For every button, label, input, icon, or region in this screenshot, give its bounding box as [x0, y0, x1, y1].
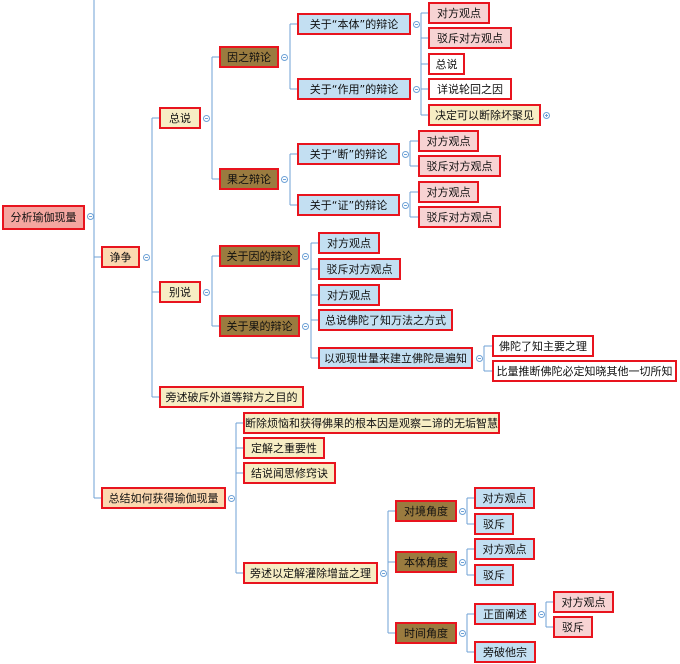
collapse-toggle-icon[interactable] — [203, 115, 210, 122]
node-duanchu[interactable]: 断除烦恼和获得佛果的根本因是观察二谛的无垢智慧 — [243, 412, 500, 434]
node-duan-bochi[interactable]: 驳斥对方观点 — [418, 155, 501, 177]
node-yin-bianlun[interactable]: 关于因的辩论 — [219, 245, 300, 267]
node-zhengzheng[interactable]: 诤争 — [101, 246, 140, 268]
node-duan[interactable]: 关于“断”的辩论 — [297, 143, 400, 165]
collapse-toggle-icon[interactable] — [203, 289, 210, 296]
node-yinzhi[interactable]: 因之辩论 — [219, 46, 279, 68]
collapse-toggle-icon[interactable] — [281, 176, 288, 183]
collapse-toggle-icon[interactable] — [459, 508, 466, 515]
node-jieshuo[interactable]: 结说闻思修窍诀 — [243, 462, 336, 484]
node-guo-yi-1[interactable]: 佛陀了知主要之理 — [492, 335, 594, 357]
node-duan-duifang[interactable]: 对方观点 — [418, 130, 479, 152]
node-zhengmian[interactable]: 正面阐述 — [474, 603, 536, 625]
node-zongjie[interactable]: 总结如何获得瑜伽现量 — [101, 487, 226, 509]
collapse-toggle-icon[interactable] — [459, 630, 466, 637]
node-benti2[interactable]: 本体角度 — [395, 551, 457, 573]
node-benti2-duifang[interactable]: 对方观点 — [474, 538, 535, 560]
collapse-toggle-icon[interactable] — [302, 253, 309, 260]
node-yin-bochi[interactable]: 驳斥对方观点 — [318, 258, 401, 280]
node-pangshu2[interactable]: 旁述以定解灌除增益之理 — [243, 562, 378, 584]
node-zheng-bochi[interactable]: 驳斥对方观点 — [418, 206, 501, 228]
node-benti-duifang[interactable]: 对方观点 — [428, 2, 490, 24]
node-guo-bianlun[interactable]: 关于果的辩论 — [219, 315, 300, 337]
node-zheng[interactable]: 关于“证”的辩论 — [297, 194, 400, 216]
collapse-toggle-icon[interactable] — [143, 254, 150, 261]
node-guo-duifang[interactable]: 对方观点 — [318, 284, 380, 306]
node-zhengmian-bochi[interactable]: 驳斥 — [553, 616, 593, 638]
collapse-toggle-icon[interactable] — [476, 355, 483, 362]
node-zheng-duifang[interactable]: 对方观点 — [418, 181, 479, 203]
node-zhengmian-duifang[interactable]: 对方观点 — [553, 591, 614, 613]
node-zuoyong-zongshuo[interactable]: 总说 — [428, 53, 465, 75]
node-benti[interactable]: 关于“本体”的辩论 — [297, 13, 411, 35]
collapse-toggle-icon[interactable] — [413, 86, 420, 93]
collapse-toggle-icon[interactable] — [302, 323, 309, 330]
node-guo-zongshuo[interactable]: 总说佛陀了知万法之方式 — [318, 309, 453, 331]
node-zuoyong-jueding[interactable]: 决定可以断除坏聚见 — [428, 104, 541, 126]
node-dingjie[interactable]: 定解之重要性 — [243, 437, 325, 459]
expand-toggle-icon[interactable] — [543, 112, 550, 119]
collapse-toggle-icon[interactable] — [281, 54, 288, 61]
node-guo-yi-2[interactable]: 比量推断佛陀必定知晓其他一切所知 — [492, 360, 677, 382]
collapse-toggle-icon[interactable] — [413, 21, 420, 28]
collapse-toggle-icon[interactable] — [538, 611, 545, 618]
collapse-toggle-icon[interactable] — [228, 495, 235, 502]
collapse-toggle-icon[interactable] — [402, 151, 409, 158]
node-guozhi[interactable]: 果之辩论 — [219, 168, 279, 190]
collapse-toggle-icon[interactable] — [459, 559, 466, 566]
collapse-toggle-icon[interactable] — [87, 213, 94, 220]
node-pangshu[interactable]: 旁述破斥外道等辩方之目的 — [159, 386, 304, 408]
node-duijing[interactable]: 对境角度 — [395, 500, 457, 522]
node-yin-duifang[interactable]: 对方观点 — [318, 232, 380, 254]
node-duijing-duifang[interactable]: 对方观点 — [474, 487, 535, 509]
node-guo-yi[interactable]: 以观现世量来建立佛陀是遍知 — [318, 347, 473, 369]
node-duijing-bochi[interactable]: 驳斥 — [474, 513, 514, 535]
node-zuoyong[interactable]: 关于“作用”的辩论 — [297, 78, 411, 100]
root-node[interactable]: 分析瑜伽现量 — [2, 205, 85, 230]
collapse-toggle-icon[interactable] — [402, 202, 409, 209]
collapse-toggle-icon[interactable] — [380, 570, 387, 577]
node-zuoyong-lunhui[interactable]: 详说轮回之因 — [428, 78, 512, 100]
node-zongshuo[interactable]: 总说 — [159, 107, 201, 129]
node-pangpo[interactable]: 旁破他宗 — [474, 641, 536, 663]
node-shijian[interactable]: 时间角度 — [395, 622, 457, 644]
node-bieshuo[interactable]: 别说 — [159, 281, 201, 303]
node-benti2-bochi[interactable]: 驳斥 — [474, 564, 514, 586]
node-benti-bochi[interactable]: 驳斥对方观点 — [428, 27, 512, 49]
